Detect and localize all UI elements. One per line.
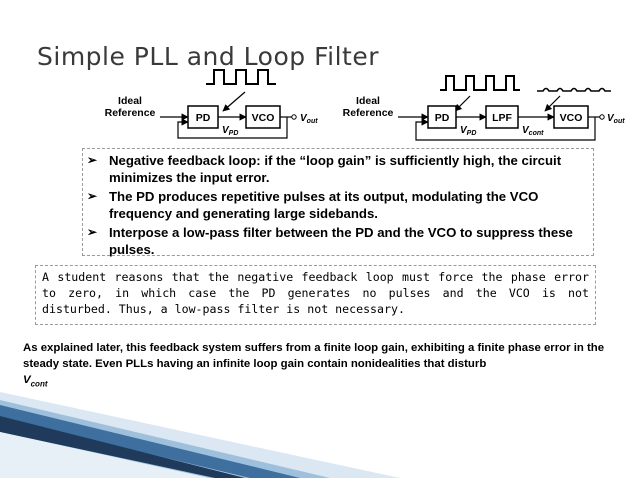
bullet-text: The PD produces repetitive pulses at its…: [109, 189, 539, 221]
right-vco-label: VCO: [560, 112, 583, 124]
student-note: A student reasons that the negative feed…: [35, 265, 596, 325]
footer-vcont: Vcont: [23, 374, 48, 389]
ripple-arrow: [544, 95, 561, 112]
pll-block-diagrams: Ideal Reference PD VPD VCO Vout Ideal Re…: [105, 69, 625, 141]
right-input-label-1: Ideal: [356, 95, 380, 107]
left-diagram: Ideal Reference PD VPD VCO Vout: [105, 69, 318, 139]
right-diagram: Ideal Reference PD VPD LPF Vcont VCO Vou…: [343, 75, 625, 141]
left-pd-label: PD: [196, 112, 211, 124]
arrow-bullet-icon: ➢: [87, 189, 98, 203]
left-vco-label: VCO: [252, 112, 275, 124]
right-vpd-label: VPD: [460, 125, 476, 137]
left-input-label-2: Reference: [105, 107, 156, 119]
right-waveform-arrow: [454, 95, 471, 112]
lpf-label: LPF: [492, 112, 512, 124]
bullet-text: Interpose a low-pass filter between the …: [109, 225, 573, 257]
left-pulse-waveform: [206, 69, 276, 85]
right-pd-label: PD: [435, 112, 450, 124]
ripple-waveform: [537, 87, 611, 92]
left-vout-label: Vout: [300, 113, 318, 125]
right-vout-label: Vout: [607, 113, 625, 125]
left-input-label-1: Ideal: [118, 95, 142, 107]
right-pulse-waveform: [440, 75, 520, 91]
arrow-bullet-icon: ➢: [87, 153, 98, 167]
right-input-label-2: Reference: [343, 107, 394, 119]
vcont-label: Vcont: [522, 125, 544, 137]
arrow-bullet-icon: ➢: [87, 225, 98, 239]
left-waveform-arrow: [222, 91, 246, 112]
page-title: Simple PLL and Loop Filter: [37, 42, 379, 71]
left-vpd-label: VPD: [222, 125, 238, 137]
bullet-text: Negative feedback loop: if the “loop gai…: [109, 153, 562, 185]
bullet-box: ➢ Negative feedback loop: if the “loop g…: [82, 148, 594, 257]
footer-body: As explained later, this feedback system…: [23, 342, 605, 370]
footer-text: As explained later, this feedback system…: [23, 340, 623, 392]
